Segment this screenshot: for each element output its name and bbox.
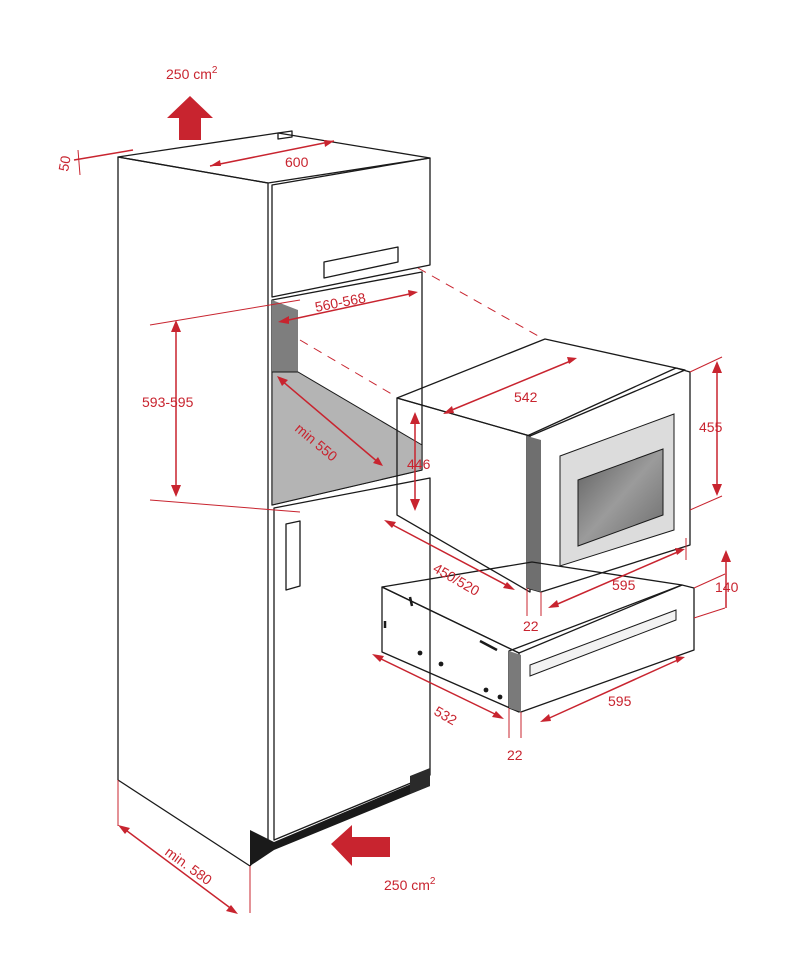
drawer-front-thickness-label: 22 bbox=[507, 747, 523, 763]
cabinet-niche-side bbox=[272, 300, 298, 378]
cabinet-top-lip bbox=[277, 130, 293, 140]
vent-top-label: 250 cm2 bbox=[166, 65, 218, 82]
cabinet-upper-door bbox=[271, 157, 431, 298]
oven-front-bevel bbox=[527, 436, 541, 592]
drawer-front-bevel bbox=[509, 651, 521, 712]
tall-cabinet bbox=[117, 130, 431, 867]
drawer-screw bbox=[497, 694, 503, 700]
drawer-screw bbox=[483, 687, 489, 693]
cabinet-side-panel bbox=[117, 156, 269, 867]
bottom-vent-arrow bbox=[331, 825, 390, 866]
lower-door-handle bbox=[285, 520, 301, 591]
cabinet-niche-floor bbox=[271, 371, 423, 506]
cabinet-top-panel bbox=[117, 132, 431, 184]
drawer-rail bbox=[383, 596, 498, 652]
dimension-lines bbox=[73, 140, 731, 914]
top-vent-arrow bbox=[167, 96, 213, 140]
oven-body-height-label: 446 bbox=[407, 456, 431, 472]
vent-top-superscript: 2 bbox=[212, 65, 218, 76]
niche-width-label: 560-568 bbox=[314, 289, 368, 315]
arrow-up-icon bbox=[167, 96, 213, 140]
drawer-depth-label: 532 bbox=[432, 703, 460, 729]
warming-drawer bbox=[381, 561, 695, 713]
drawer-screw bbox=[417, 650, 423, 656]
cabinet-plinth bbox=[250, 776, 430, 866]
drawer-width-label: 595 bbox=[608, 693, 632, 709]
oven-front-thickness-label: 22 bbox=[523, 618, 539, 634]
top-width-label: 600 bbox=[285, 154, 309, 170]
upper-door-handle bbox=[323, 246, 399, 279]
vent-bottom-label: 250 cm2 bbox=[384, 876, 436, 893]
oven-depth-label: 542 bbox=[514, 389, 538, 405]
niche-height-label: 593-595 bbox=[142, 394, 194, 410]
drawer-handle bbox=[529, 609, 677, 677]
oven-front-height-label: 455 bbox=[699, 419, 723, 435]
oven-install-depth-label: 450/520 bbox=[431, 560, 483, 599]
oven-body-side bbox=[396, 397, 531, 593]
vent-bottom-superscript: 2 bbox=[430, 876, 436, 887]
drawer-height-label: 140 bbox=[715, 579, 739, 595]
cut-top-label: 50 bbox=[55, 154, 73, 172]
oven-window bbox=[577, 448, 664, 547]
built-in-oven bbox=[396, 338, 691, 593]
cabinet-depth-label: min. 580 bbox=[162, 843, 215, 888]
oven-width-label: 595 bbox=[612, 577, 636, 593]
oven-top-surface bbox=[396, 338, 686, 437]
cabinet-plinth-shadow bbox=[410, 768, 430, 794]
drawer-screw bbox=[438, 661, 444, 667]
arrow-left-icon bbox=[331, 825, 390, 866]
